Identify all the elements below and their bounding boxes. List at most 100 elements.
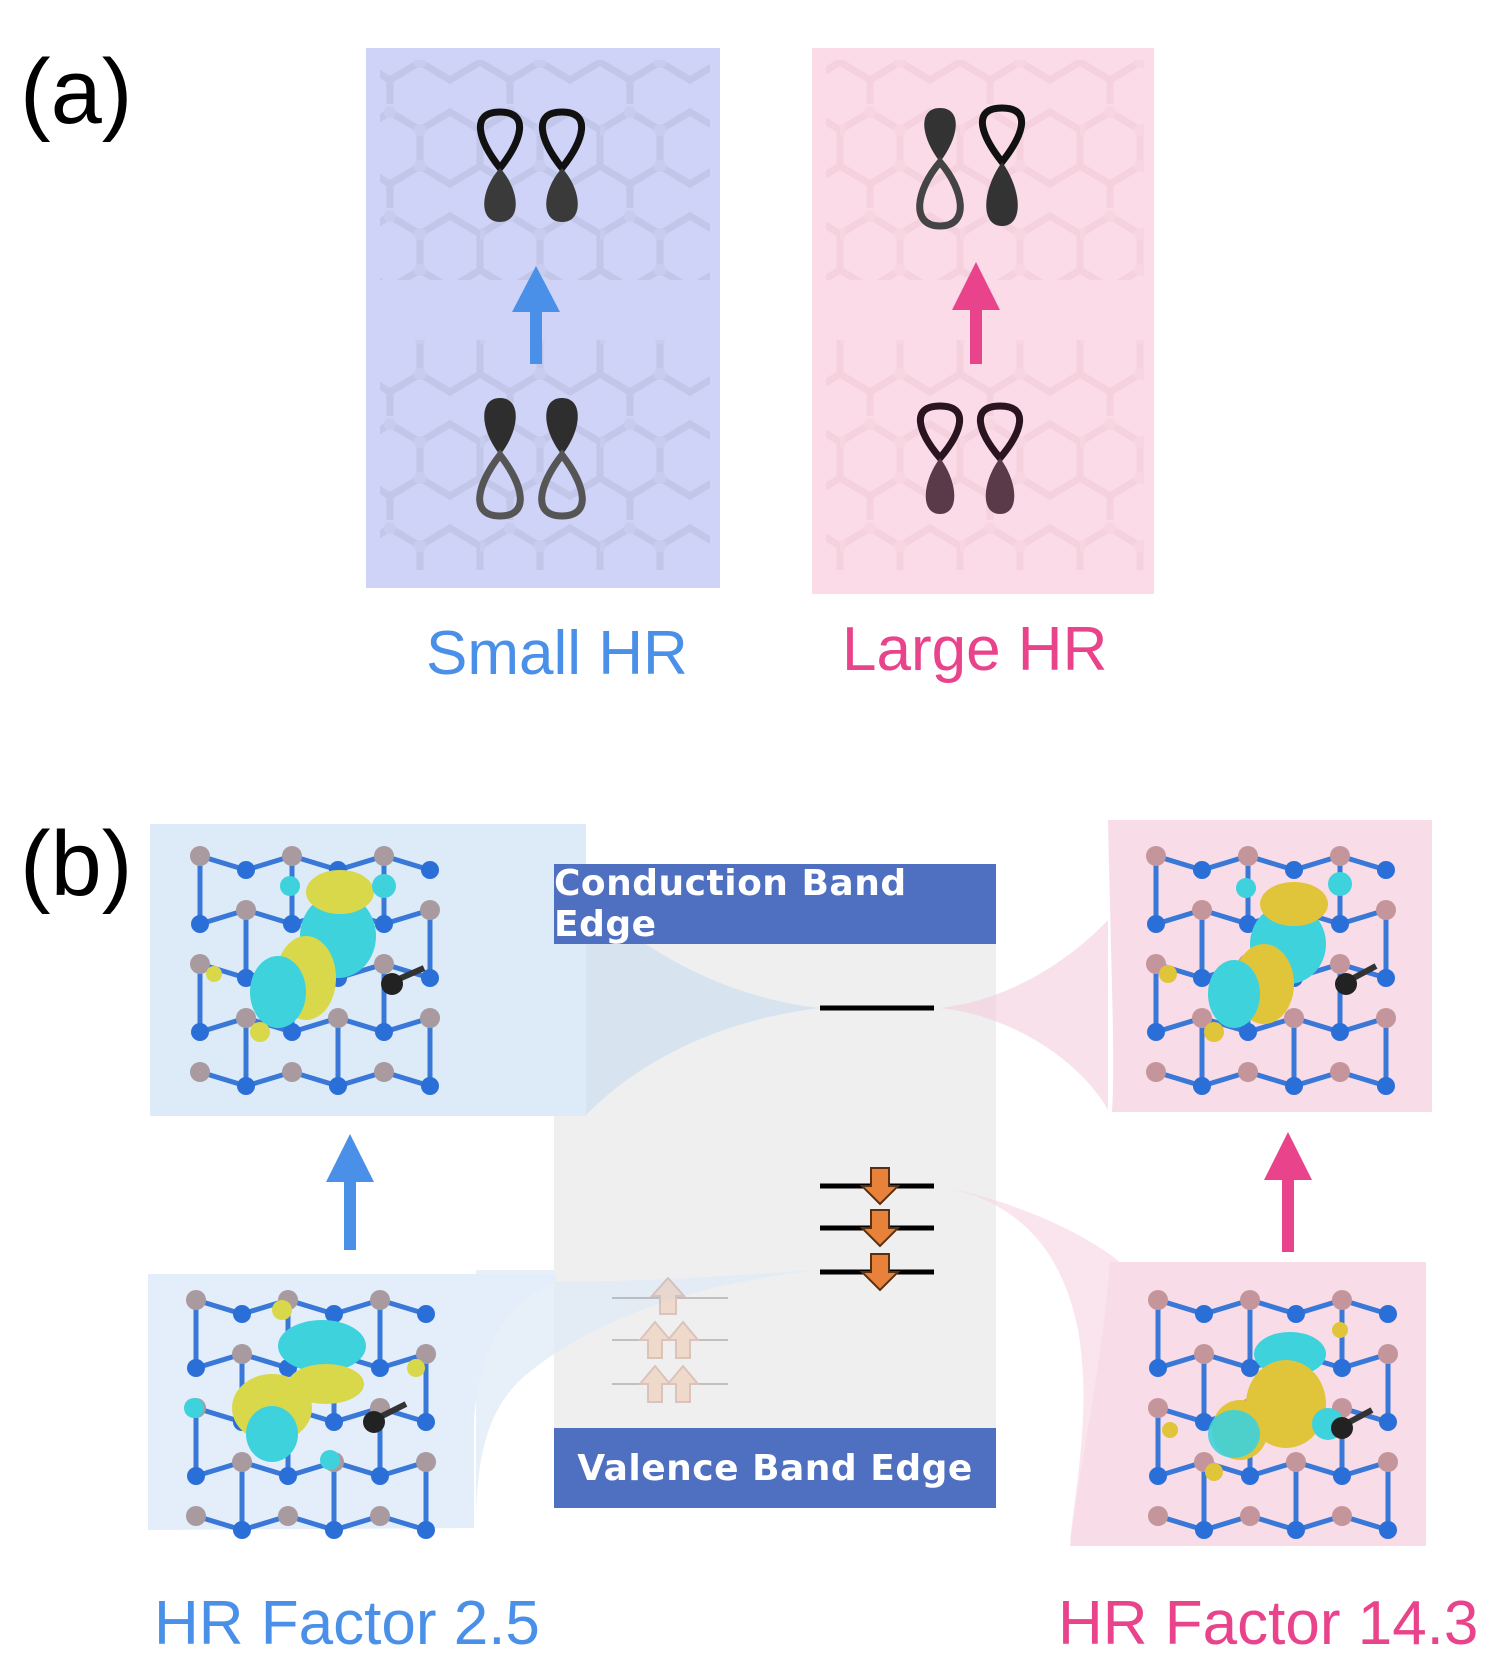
boron-atom [282,846,302,866]
boron-atom [1330,1062,1350,1082]
connector-left-upper [554,895,820,1115]
boron-atom [374,954,394,974]
large-hr-lattice-lower [826,340,1144,570]
nitrogen-atom [187,1359,205,1377]
boron-atom [1238,846,1258,866]
nitrogen-atom [1193,1077,1211,1095]
large-hr-ground-orbitals [917,402,1023,514]
nitrogen-atom [1379,1305,1397,1323]
boron-atom [370,1506,390,1526]
carbon-defect-atoms [363,963,1378,1439]
nitrogen-atom [237,1077,255,1095]
boron-atom [190,846,210,866]
nitrogen-atom [1149,1359,1167,1377]
boron-atom [282,1062,302,1082]
connector-right-lower [940,1186,1120,1540]
nitrogen-atom [1239,915,1257,933]
nitrogen-atom [1333,1359,1351,1377]
boron-atom [420,1008,440,1028]
boron-atom [236,900,256,920]
left-excitation-arrow [326,1134,374,1250]
boron-atom [1240,1506,1260,1526]
nitrogen-atom [1239,1023,1257,1041]
nitrogen-atom [187,1467,205,1485]
nitrogen-atom [237,861,255,879]
boron-atom [1148,1398,1168,1418]
boron-atom [1332,1290,1352,1310]
nitrogen-atom [1287,1521,1305,1539]
small-hr-caption: Small HR [426,619,688,688]
faded-spin-up-levels [612,1276,728,1403]
boron-atom [1376,1008,1396,1028]
large-hr-excited-orbitals [916,104,1025,230]
right-excitation-arrow [1264,1132,1312,1252]
nitrogen-atom [1377,1077,1395,1095]
boron-atom [186,1290,206,1310]
boron-atom [1192,900,1212,920]
nitrogen-atom [1241,1359,1259,1377]
boron-atom [1284,1008,1304,1028]
nitrogen-atom [325,1521,343,1539]
spin-down-arrows [859,1167,901,1292]
nitrogen-atom [191,915,209,933]
nitrogen-atom [325,1305,343,1323]
boron-atom [1286,1452,1306,1472]
connector-left-lower [476,1270,820,1530]
boron-atom [232,1344,252,1364]
nitrogen-atom [371,1467,389,1485]
nitrogen-atom [1333,1467,1351,1485]
boron-atom [1240,1290,1260,1310]
left-excited-isosurface [206,870,396,1042]
small-hr-lattice-lower [380,340,710,570]
boron-atom [1378,1452,1398,1472]
boron-atom [370,1290,390,1310]
boron-atom [186,1506,206,1526]
nitrogen-atom [1331,1023,1349,1041]
hr-factor-left-caption: HR Factor 2.5 [154,1589,540,1658]
left-ground-lattice [186,1290,436,1539]
boron-atom [1378,1344,1398,1364]
boron-atom [1194,1344,1214,1364]
nitrogen-atom [1285,1077,1303,1095]
boron-atom [420,900,440,920]
boron-atom [190,954,210,974]
large-hr-lattice-upper [826,60,1144,280]
boron-atom [416,1452,436,1472]
nitrogen-atom [237,969,255,987]
small-hr-ground-orbitals [476,398,586,520]
nitrogen-atom [1195,1521,1213,1539]
nitrogen-atom [1195,1305,1213,1323]
valence-band-label: Valence Band Edge [577,1447,973,1489]
nitrogen-atom [1147,915,1165,933]
nitrogen-atom [233,1521,251,1539]
panel-a-letter: (a) [20,41,133,143]
nitrogen-atom [1377,861,1395,879]
panel-b [148,820,1432,1546]
nitrogen-atom [329,1077,347,1095]
nitrogen-atom [1193,969,1211,987]
boron-atom [232,1452,252,1472]
boron-atom [328,1008,348,1028]
boron-atom [374,1062,394,1082]
nitrogen-atom [1379,1413,1397,1431]
boron-atom [374,846,394,866]
conduction-band-label: Conduction Band Edge [554,863,907,945]
hr-factor-right-caption: HR Factor 14.3 [1058,1589,1479,1658]
nitrogen-atom [279,1467,297,1485]
boron-atom [1332,1506,1352,1526]
nitrogen-atom [1241,1467,1259,1485]
boron-atom [190,1062,210,1082]
boron-atom [1146,1062,1166,1082]
panel-b-letter: (b) [20,813,133,915]
nitrogen-atom [1377,969,1395,987]
boron-atom [278,1506,298,1526]
large-hr-arrow [952,262,1000,364]
valence-band-bar [554,1428,996,1508]
nitrogen-atom [325,1413,343,1431]
nitrogen-atom [283,1023,301,1041]
nitrogen-atom [1287,1305,1305,1323]
boron-atom [1330,954,1350,974]
boron-atom [416,1344,436,1364]
nitrogen-atom [375,915,393,933]
